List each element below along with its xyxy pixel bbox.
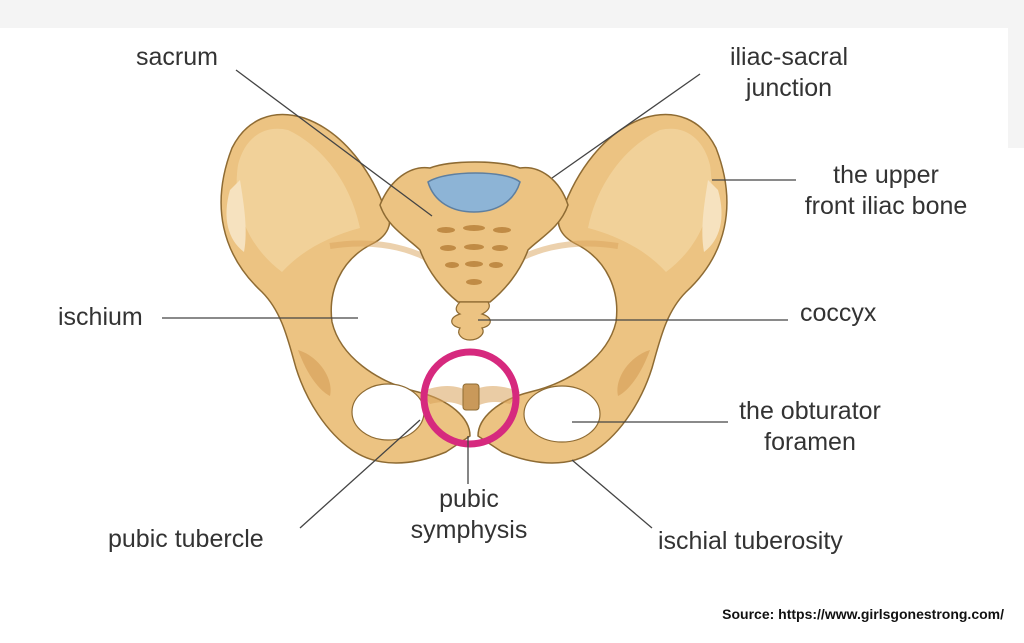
label-pubic-symphysis: pubic symphysis xyxy=(396,484,542,546)
top-band xyxy=(0,0,1024,28)
label-pubic-symphysis-line2: symphysis xyxy=(410,516,528,544)
pubic-symphysis-cartilage xyxy=(462,383,480,411)
coccyx-bone xyxy=(451,301,491,341)
label-upper-front-iliac: the upper front iliac bone xyxy=(798,160,974,222)
label-iliac-sacral-junction: iliac-sacral junction xyxy=(700,42,878,104)
right-band xyxy=(1008,28,1024,148)
highlight-circle xyxy=(420,348,520,448)
label-sacrum: sacrum xyxy=(136,43,218,71)
label-upper-front-iliac-line1: the upper xyxy=(833,161,939,189)
leader-lines xyxy=(162,69,796,529)
label-iliac-sacral-line2: junction xyxy=(745,74,833,102)
label-obturator-line2: foramen xyxy=(764,428,856,456)
left-hip-bone xyxy=(220,113,471,464)
label-ischium: ischium xyxy=(58,303,143,331)
right-hip-bone xyxy=(477,113,728,464)
label-obturator-foramen: the obturator foramen xyxy=(734,396,886,458)
label-iliac-sacral-line1: iliac-sacral xyxy=(729,43,849,71)
source-credit: Source: https://www.girlsgonestrong.com/ xyxy=(722,606,1004,622)
label-ischial-tuberosity: ischial tuberosity xyxy=(658,527,843,555)
label-pubic-tubercle: pubic tubercle xyxy=(108,525,264,553)
label-pubic-symphysis-line1: pubic xyxy=(439,485,499,513)
label-coccyx: coccyx xyxy=(800,299,877,327)
label-upper-front-iliac-line2: front iliac bone xyxy=(804,192,968,220)
sacrum-bone xyxy=(379,161,569,303)
label-obturator-line1: the obturator xyxy=(739,397,881,425)
